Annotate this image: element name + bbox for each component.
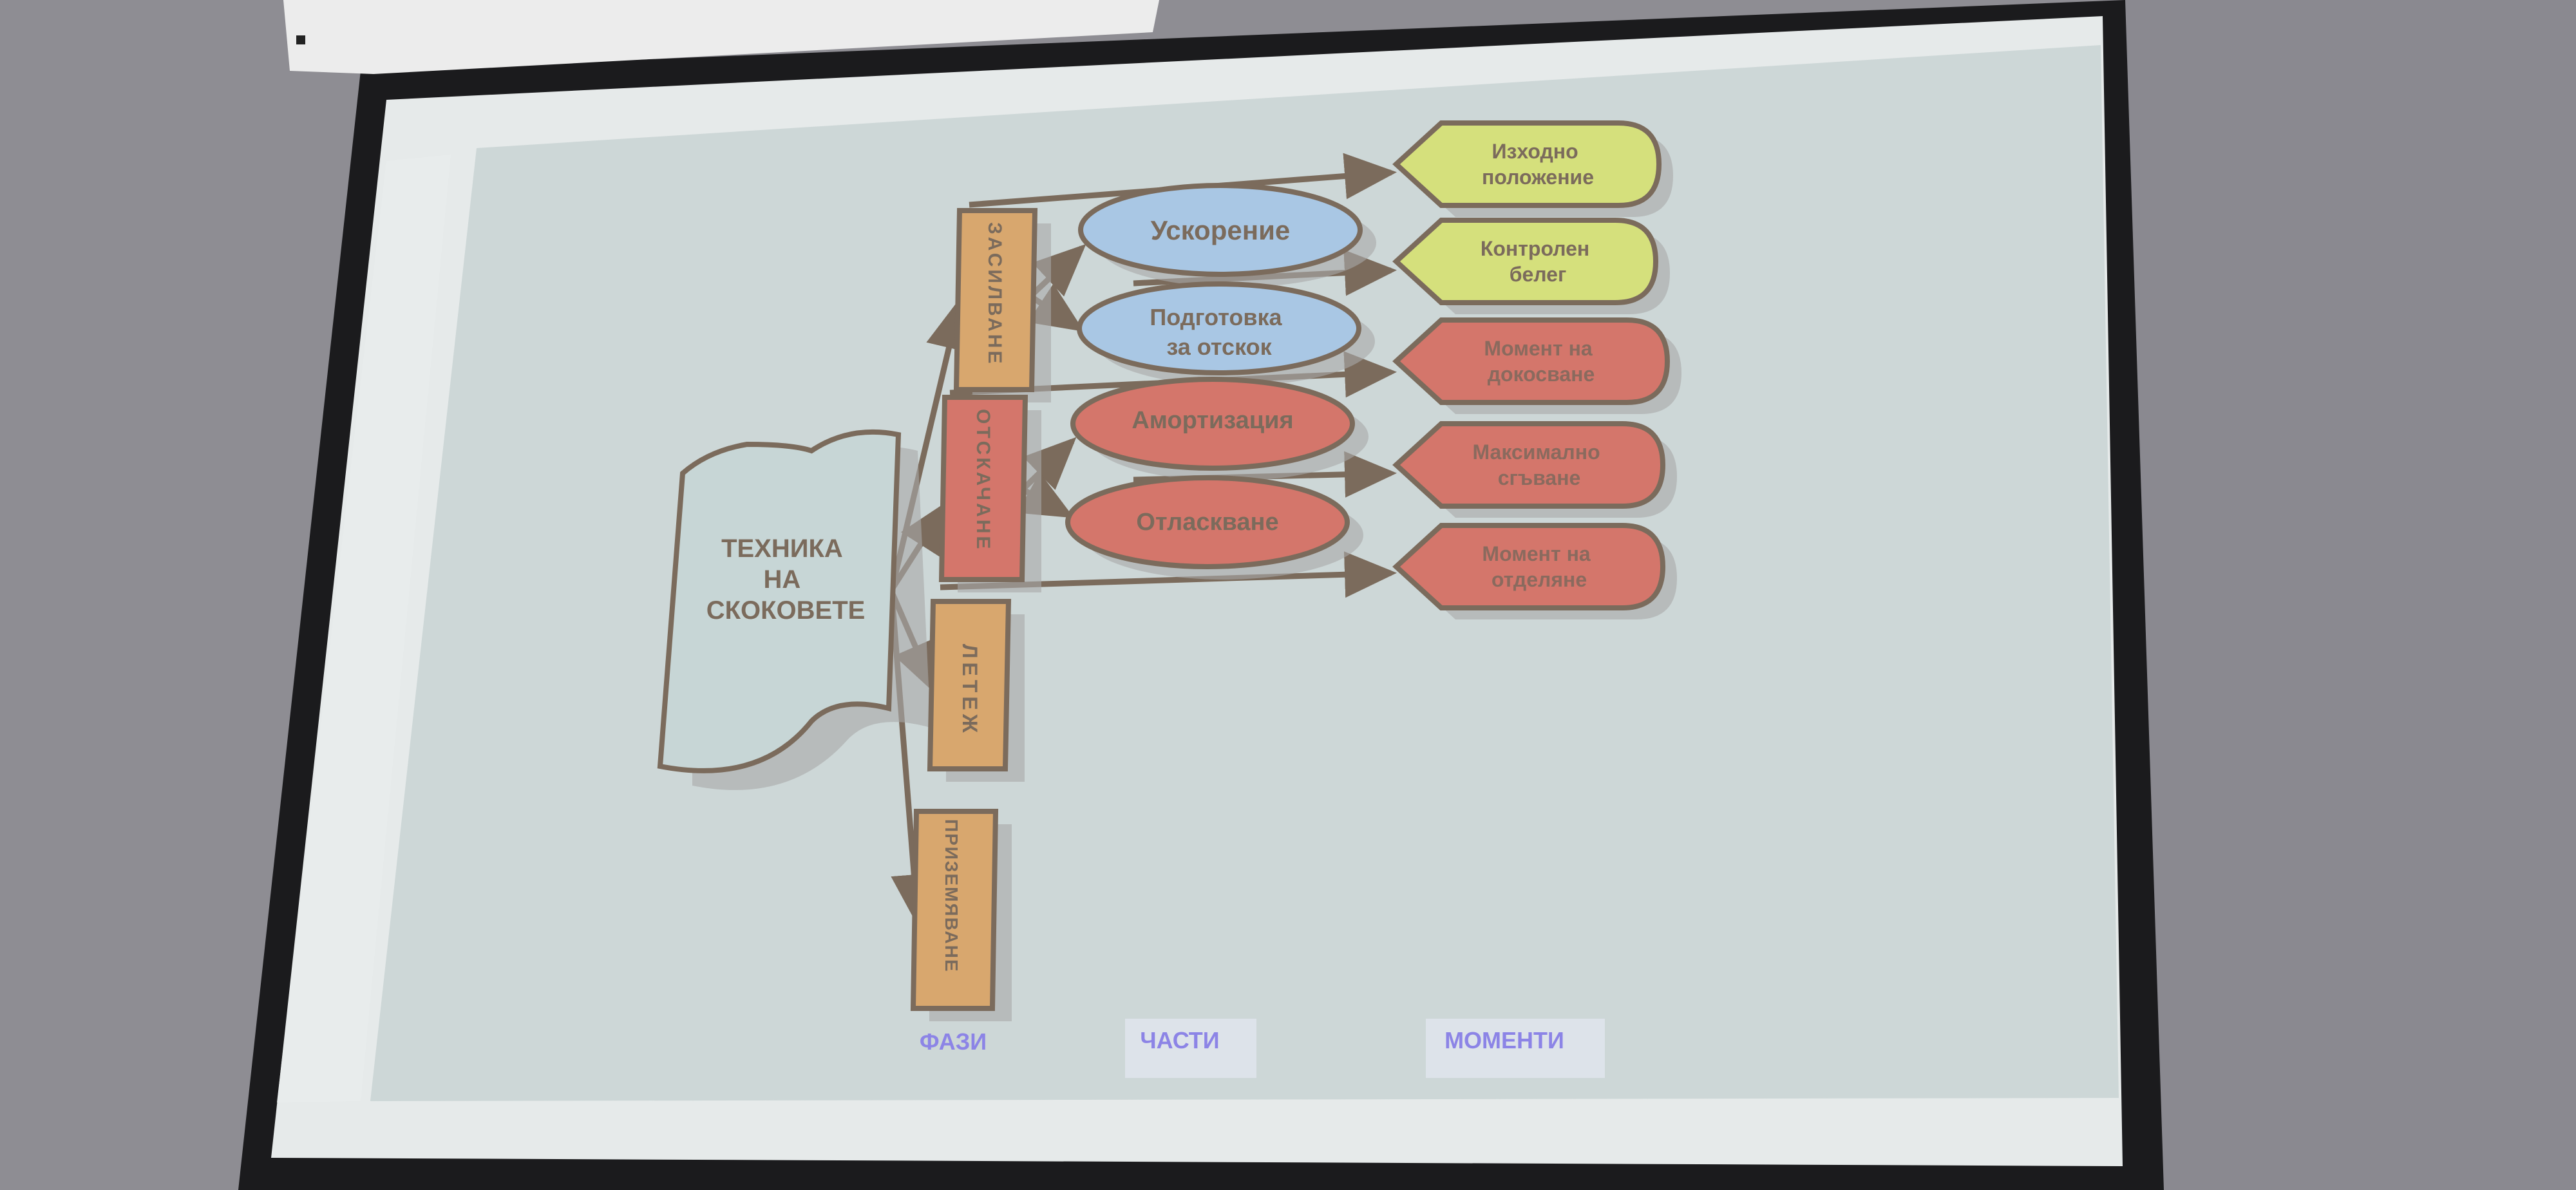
phase-boxes: ЗАСИЛВАНЕ ОТСКАЧАНЕ ЛЕТЕЖ ПРИЗЕМЯВАНЕ <box>910 208 1051 1021</box>
moment-otdelyane: Момент на отделяне <box>1392 523 1677 619</box>
svg-text:Контролен белег: Контролен белег <box>1481 237 1595 286</box>
phase-letezh: ЛЕТЕЖ <box>927 599 1025 782</box>
column-labels: ФАЗИ ЧАСТИ МОМЕНТИ <box>920 1019 1605 1078</box>
column-label-box <box>1426 1019 1605 1078</box>
svg-text:Изходно положение: Изходно положение <box>1482 140 1594 189</box>
column-label-moments: МОМЕНТИ <box>1444 1027 1564 1053</box>
svg-text:Момент на докосване: Момент на докосване <box>1484 337 1598 386</box>
phase-label: ПРИЗЕМЯВАНЕ <box>942 819 961 973</box>
root-line: СКОКОВЕТЕ <box>706 596 866 625</box>
part-otlaskvane: Отласкване <box>1065 475 1363 580</box>
wall-right <box>2125 0 2576 1190</box>
svg-text:Максимално сгъване: Максимално сгъване <box>1472 440 1605 489</box>
phase-label: ЛЕТЕЖ <box>958 644 981 737</box>
svg-text:Подготовка за отскок: Подготовка за отскок <box>1150 304 1288 360</box>
moment-izhodno: Изходно положение <box>1392 120 1673 217</box>
moment-label: Изходно <box>1492 140 1578 163</box>
phase-zasilvane: ЗАСИЛВАНЕ <box>953 208 1051 402</box>
moment-label: положение <box>1482 165 1594 189</box>
moment-label: белег <box>1510 263 1567 286</box>
moment-label: Момент на <box>1482 542 1590 565</box>
column-label-parts: ЧАСТИ <box>1140 1027 1219 1053</box>
phase-prizemyavane: ПРИЗЕМЯВАНЕ <box>910 809 1012 1021</box>
column-label-phases: ФАЗИ <box>920 1028 987 1055</box>
part-label: Ускорение <box>1151 215 1291 245</box>
screen-casing <box>283 0 1159 74</box>
moment-dokosvane: Момент на докосване <box>1392 317 1681 414</box>
slide-left-strip <box>277 155 451 1102</box>
part-label: за отскок <box>1166 334 1272 360</box>
root-node: ТЕХНИКА НА СКОКОВЕТЕ <box>657 429 931 790</box>
part-ellipses: Ускорение Подготовка за отскок Амортизац… <box>1065 183 1376 580</box>
phase-otskachane: ОТСКАЧАНЕ <box>938 395 1041 592</box>
casing-hole <box>296 35 305 44</box>
part-uskorenie: Ускорение <box>1078 183 1376 287</box>
root-line: ТЕХНИКА <box>721 534 843 563</box>
svg-text:ТЕХНИКА НА СКО: ТЕХНИКА НА СКОКОВЕТЕ <box>706 534 866 625</box>
moment-label: Момент на <box>1484 337 1592 360</box>
moment-label: докосване <box>1488 363 1595 386</box>
phase-label: ЗАСИЛВАНЕ <box>984 222 1005 366</box>
part-label: Подготовка <box>1150 304 1282 330</box>
moment-label: отделяне <box>1492 568 1587 591</box>
part-label: Амортизация <box>1132 407 1293 434</box>
moment-kontrolen: Контролен белег <box>1392 218 1670 314</box>
moment-label: Контролен <box>1481 237 1589 260</box>
root-line: НА <box>764 565 801 594</box>
phase-label: ОТСКАЧАНЕ <box>972 409 994 551</box>
part-label: Отласкване <box>1136 509 1278 536</box>
diagram: ТЕХНИКА НА СКОКОВЕТЕ ЗАСИЛВАНЕ ОТСКАЧАНЕ… <box>657 120 1681 1078</box>
moment-label: Максимално <box>1472 440 1600 464</box>
moment-maksimalno: Максимално сгъване <box>1392 421 1677 518</box>
moment-shapes: Изходно положение Контролен белег Момент… <box>1392 120 1681 619</box>
svg-text:Момент на отделяне: Момент на отделяне <box>1482 542 1596 591</box>
part-amortizaciya: Амортизация <box>1070 377 1368 481</box>
part-podgotovka: Подготовка за отскок <box>1077 281 1375 386</box>
moment-label: сгъване <box>1498 466 1581 489</box>
column-label-box <box>1125 1019 1256 1078</box>
